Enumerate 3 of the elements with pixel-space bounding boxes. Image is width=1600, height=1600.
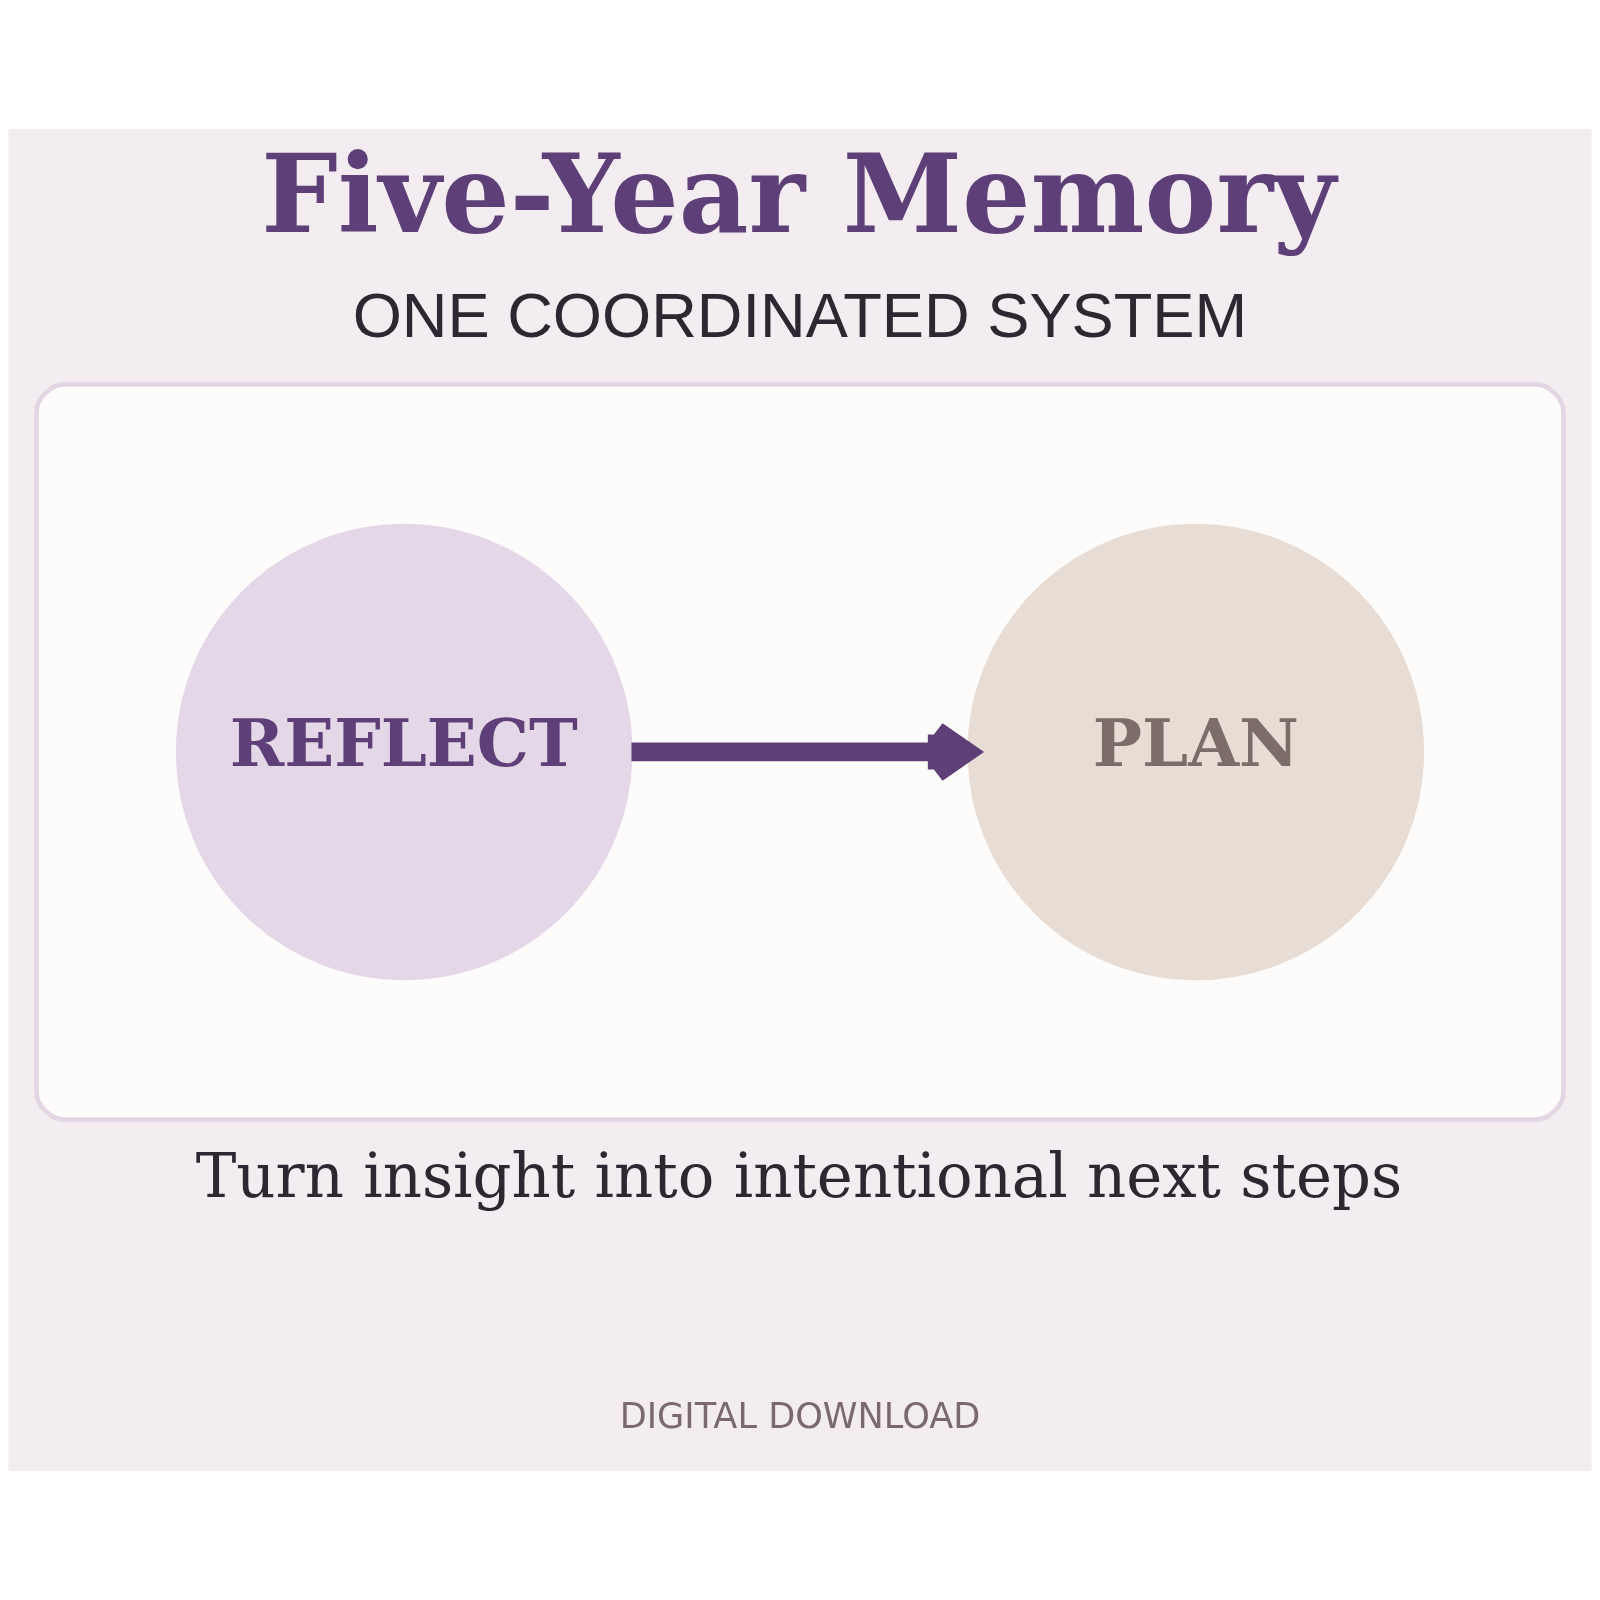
label: DIGITAL DOWNLOAD — [619, 1394, 981, 1436]
label: ONE COORDINATED SYSTEM — [352, 279, 1248, 350]
caption: Turn insight into intentional next steps — [195, 1139, 1403, 1211]
